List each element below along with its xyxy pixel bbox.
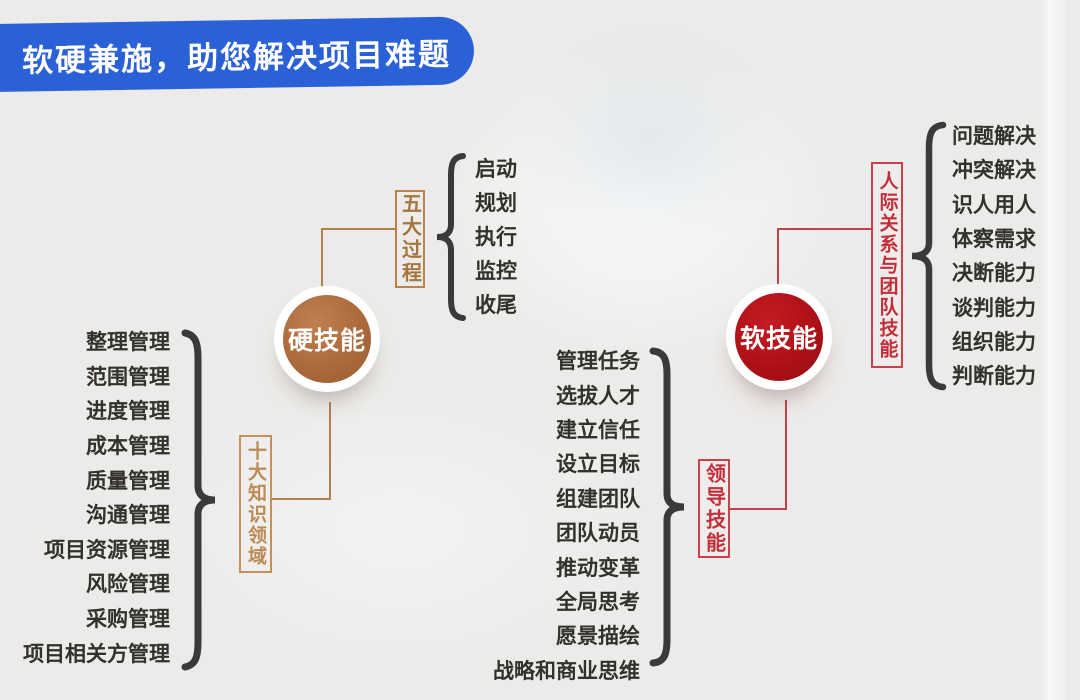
list-item: 项目相关方管理 [23, 642, 170, 666]
five-processes-label: 五大过程 [398, 193, 421, 285]
list-item: 判断能力 [952, 365, 1036, 389]
list-item: 收尾 [475, 294, 517, 317]
list-item: 全局思考 [556, 590, 640, 614]
list-item: 团队动员 [556, 522, 640, 546]
list-item: 风险管理 [86, 573, 170, 597]
five-processes-list: 启动规划执行监控收尾 [475, 151, 517, 321]
list-item: 建立信任 [556, 418, 640, 442]
branch-label-five-processes: 五大过程 [395, 190, 425, 288]
page-title: 软硬兼施，助您解决项目难题 [21, 36, 452, 78]
interpersonal-team-skills-label: 人际关系与团队技能 [876, 170, 898, 360]
knowledge-areas-label: 十大知识领域 [245, 441, 266, 567]
list-item: 选拔人才 [556, 384, 640, 408]
brace-knowledge-areas [181, 329, 216, 671]
connector-hard-to-five-processes [321, 228, 395, 294]
connector-soft-to-interpersonal [777, 228, 871, 294]
title-banner: 软硬兼施，助您解决项目难题 [0, 16, 475, 92]
interpersonal-team-skills-list: 问题解决冲突解决识人用人体察需求决断能力谈判能力组织能力判断能力 [952, 118, 1036, 392]
list-item: 成本管理 [86, 435, 170, 459]
hard-skills-node: 硬技能 [283, 295, 371, 383]
background-light-strip [1040, 0, 1066, 700]
background-haze-blue [520, 20, 780, 260]
list-item: 采购管理 [86, 608, 170, 632]
list-item: 管理任务 [556, 350, 640, 374]
list-item: 体察需求 [952, 228, 1036, 252]
branch-label-interpersonal-team-skills: 人际关系与团队技能 [871, 162, 903, 368]
list-item: 决断能力 [952, 262, 1036, 286]
list-item: 推动变革 [556, 556, 640, 580]
brace-five-processes [436, 153, 466, 321]
branch-label-leadership-skills: 领导技能 [698, 459, 730, 558]
list-item: 战略和商业思维 [493, 659, 640, 683]
list-item: 组织能力 [952, 330, 1036, 354]
hard-skills-label: 硬技能 [287, 327, 366, 355]
soft-skills-node: 软技能 [735, 293, 823, 381]
knowledge-areas-list: 整理管理范围管理进度管理成本管理质量管理沟通管理项目资源管理风险管理采购管理项目… [16, 324, 170, 670]
branch-label-knowledge-areas: 十大知识领域 [239, 435, 272, 573]
list-item: 问题解决 [952, 125, 1036, 149]
soft-skills-label: 软技能 [739, 325, 818, 353]
connector-soft-to-leadership [729, 400, 787, 510]
connector-hard-to-knowledge-areas [271, 402, 331, 500]
list-item: 沟通管理 [86, 504, 170, 528]
list-item: 项目资源管理 [44, 538, 170, 562]
leadership-skills-label: 领导技能 [702, 462, 725, 555]
list-item: 监控 [475, 260, 517, 283]
list-item: 进度管理 [86, 400, 170, 424]
list-item: 范围管理 [86, 365, 170, 389]
list-item: 整理管理 [86, 331, 170, 355]
list-item: 执行 [475, 226, 517, 249]
list-item: 识人用人 [952, 193, 1036, 217]
leadership-skills-list: 管理任务选拔人才建立信任设立目标组建团队团队动员推动变革全局思考愿景描绘战略和商… [486, 343, 640, 687]
list-item: 组建团队 [556, 487, 640, 511]
list-item: 启动 [475, 158, 517, 181]
list-item: 质量管理 [86, 469, 170, 493]
brace-interpersonal-team-skills [911, 121, 947, 391]
list-item: 设立目标 [556, 453, 640, 477]
list-item: 规划 [475, 192, 517, 215]
list-item: 愿景描绘 [556, 625, 640, 649]
brace-leadership-skills [649, 347, 685, 667]
list-item: 谈判能力 [952, 296, 1036, 320]
list-item: 冲突解决 [952, 159, 1036, 183]
